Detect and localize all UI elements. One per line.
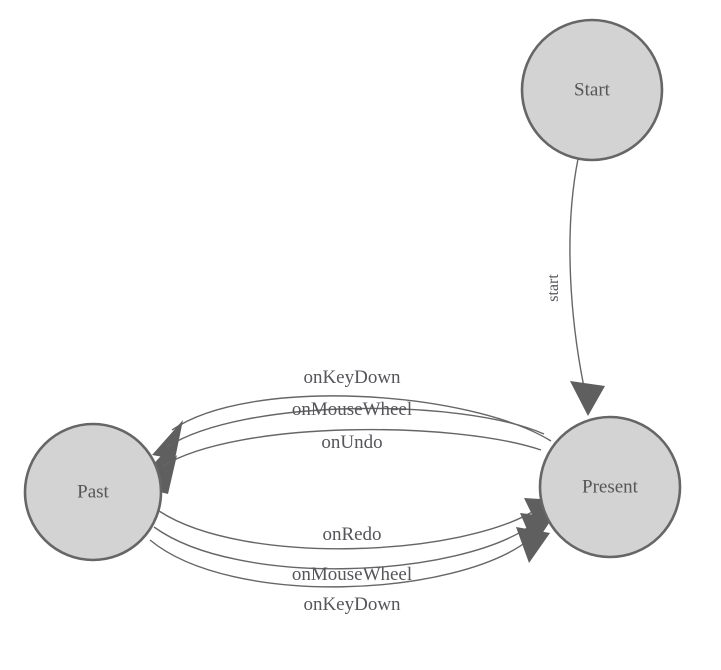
edge-start-to-present[interactable]: start [545,158,605,416]
edge-start-to-present-path [569,158,586,393]
edge-past-to-present-onkeydown[interactable]: onKeyDown [149,527,550,615]
node-past[interactable]: Past [23,422,163,562]
edge-label-present-past-onkeydown: onKeyDown [303,367,401,388]
edge-label-past-present-onmousewheel: onMouseWheel [292,564,412,585]
node-present-circle [538,415,682,559]
edge-present-to-past-onundo-path [162,428,542,467]
edge-past-to-present-onkeydown-path [149,538,531,588]
edge-past-to-present-onmousewheel-path [153,523,534,570]
arrowhead-present-top [570,381,605,416]
node-present-label: Present [582,476,639,497]
node-present[interactable]: Present [538,415,682,559]
node-past-circle [23,422,163,562]
arrowhead-present-3 [516,527,550,563]
edge-present-to-past-onundo[interactable]: onUndo [144,428,542,494]
node-start[interactable]: Start [520,18,664,162]
edge-label-start: start [545,274,562,302]
edge-label-past-present-onkeydown: onKeyDown [303,594,401,615]
edge-past-to-present-onredo-path [158,508,538,550]
edge-label-past-present-onredo: onRedo [322,524,381,545]
node-past-label: Past [77,481,109,502]
edge-present-to-past-onmousewheel-path [166,407,545,448]
node-start-circle [520,18,664,162]
node-start-label: Start [574,79,611,100]
arrowhead-present-2 [520,513,553,546]
edge-past-to-present-onmousewheel[interactable]: onMouseWheel [153,513,553,585]
edge-label-present-past-onundo: onUndo [321,432,382,453]
edge-label-present-past-onmousewheel: onMouseWheel [292,399,412,420]
edge-past-to-present-onredo[interactable]: onRedo [158,498,556,550]
